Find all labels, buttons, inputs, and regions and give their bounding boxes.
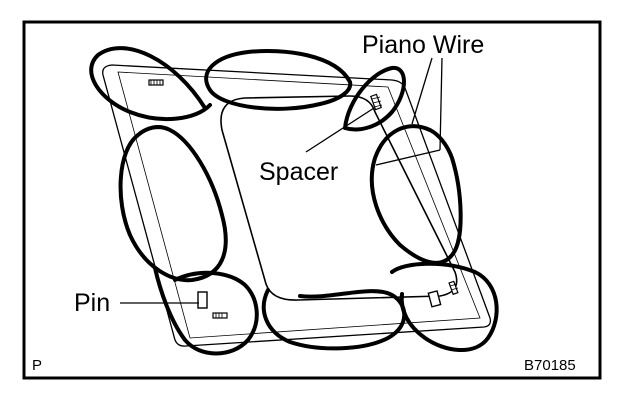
figure-frame <box>22 20 602 380</box>
pin-bottom-left <box>197 291 208 309</box>
piano-wire-leader-c <box>375 149 441 166</box>
corner-letter: P <box>32 357 42 374</box>
piano-wire-label: Piano Wire <box>362 31 484 59</box>
wire-loop-bottom-right <box>390 261 499 353</box>
spacer-bottom-right <box>448 280 459 296</box>
wire-loop-top-middle <box>204 48 353 111</box>
wire-loop-top-right <box>343 65 406 132</box>
spacer-bottom-left <box>212 312 228 319</box>
wire-loop-bottom-left <box>153 266 259 356</box>
pins-and-spacers <box>148 79 459 319</box>
leader-lines <box>120 57 443 304</box>
pin-label: Pin <box>74 289 110 317</box>
wire-loop-left <box>118 125 228 283</box>
glass-edge-band <box>117 71 481 339</box>
inner-dam-outline <box>220 95 458 301</box>
piano-wire-leader-b <box>439 57 443 151</box>
pin-bottom-right <box>427 290 442 308</box>
piano-wire-loops <box>89 46 499 356</box>
spacer-label: Spacer <box>259 158 338 186</box>
figure-code: B70185 <box>524 357 576 374</box>
spacer-top-left <box>148 79 164 86</box>
spacer-leader <box>305 107 375 153</box>
wire-loop-top-left <box>89 46 212 122</box>
piano-wire-leader-a <box>411 57 433 125</box>
wire-loop-bottom-middle <box>261 288 407 351</box>
